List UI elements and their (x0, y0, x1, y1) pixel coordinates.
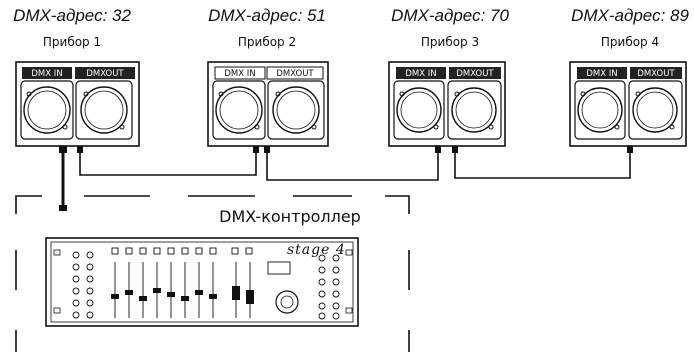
device-4-panel: DMX IN DMXOUT (569, 61, 687, 147)
device-2-address: DMX-адрес: 51 (208, 6, 326, 25)
controller-title: DMX-контроллер (219, 207, 361, 226)
device-1-in-label: DMX IN (31, 69, 62, 79)
device-2-out-label: DMXOUT (276, 69, 314, 79)
controller-brand-logo: stage 4 (287, 242, 346, 258)
device-4-out-label: DMXOUT (637, 69, 675, 79)
device-1-name: Прибор 1 (42, 35, 102, 49)
cable-plugs (59, 146, 633, 211)
device-3-panel: DMX IN DMXOUT (388, 61, 506, 147)
device-1-out-label: DMXOUT (86, 69, 124, 79)
device-4-name: Прибор 4 (600, 35, 660, 49)
device-3-address: DMX-адрес: 70 (391, 6, 509, 25)
dmx-controller-device (45, 237, 359, 327)
device-1-address: DMX-адрес: 32 (13, 6, 131, 25)
dmx-cables (61, 150, 631, 208)
device-4-in-label: DMX IN (586, 69, 617, 79)
device-3-name: Прибор 3 (420, 35, 480, 49)
device-4-address: DMX-адрес: 89 (571, 6, 689, 25)
device-3-in-label: DMX IN (405, 69, 436, 79)
device-2-name: Прибор 2 (237, 35, 297, 49)
device-2-panel: DMX IN DMXOUT (207, 61, 329, 147)
device-1-panel: DMX IN DMXOUT (15, 61, 140, 147)
device-3-out-label: DMXOUT (456, 69, 494, 79)
controller-enclosure (15, 195, 410, 352)
device-2-in-label: DMX IN (224, 69, 255, 79)
